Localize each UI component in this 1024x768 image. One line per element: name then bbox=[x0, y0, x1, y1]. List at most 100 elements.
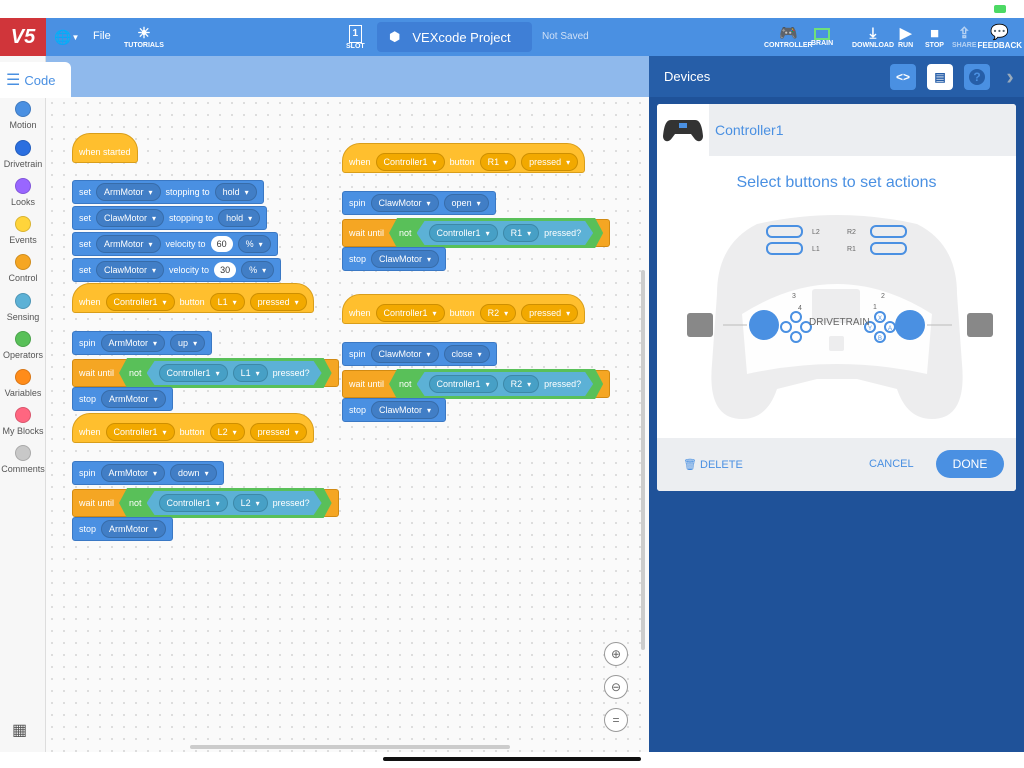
share-button[interactable]: ⇪SHARE bbox=[952, 18, 977, 56]
help-button[interactable]: ? bbox=[964, 64, 990, 90]
block-dropdown[interactable]: hold bbox=[214, 183, 257, 201]
a-button[interactable] bbox=[884, 321, 896, 333]
project-name-field[interactable]: ⬢VEXcode Project bbox=[377, 22, 532, 52]
block-dropdown[interactable]: ClawMotor bbox=[370, 345, 439, 363]
sidebar-item-motion[interactable]: Motion bbox=[0, 101, 46, 130]
block-dropdown[interactable]: Controller1 bbox=[159, 494, 228, 512]
sidebar-item-looks[interactable]: Looks bbox=[0, 178, 46, 207]
block-dropdown[interactable]: ArmMotor bbox=[96, 183, 161, 201]
block-dropdown[interactable]: ArmMotor bbox=[100, 464, 166, 482]
block-dropdown[interactable]: ArmMotor bbox=[100, 334, 166, 352]
block-dropdown[interactable]: close bbox=[443, 345, 490, 363]
block-dropdown[interactable]: Controller1 bbox=[375, 153, 445, 171]
zoom-reset-button[interactable]: = bbox=[604, 708, 628, 732]
tutorials-button[interactable]: ☀TUTORIALS bbox=[124, 18, 164, 56]
block-dropdown[interactable]: ClawMotor bbox=[96, 209, 165, 227]
event-block[interactable]: whenController1buttonL2pressed bbox=[72, 413, 314, 443]
collapse-panel-button[interactable]: › bbox=[997, 64, 1023, 90]
block-dropdown[interactable]: up bbox=[170, 334, 206, 352]
block-dropdown[interactable]: L2 bbox=[209, 423, 245, 441]
block-dropdown[interactable]: L2 bbox=[233, 494, 268, 512]
block-dropdown[interactable]: Controller1 bbox=[159, 364, 228, 382]
block-dropdown[interactable]: Controller1 bbox=[429, 375, 498, 393]
sidebar-item-comments[interactable]: Comments bbox=[0, 445, 46, 474]
block-dropdown[interactable]: open bbox=[443, 194, 489, 212]
right-joystick[interactable] bbox=[895, 310, 925, 340]
l2-button[interactable] bbox=[766, 225, 803, 238]
block-dropdown[interactable]: pressed bbox=[249, 293, 307, 311]
block-dropdown[interactable]: pressed bbox=[521, 304, 579, 322]
extensions-icon[interactable]: ▦ bbox=[12, 722, 28, 739]
number-input[interactable]: 30 bbox=[214, 262, 237, 278]
block-dropdown[interactable]: ArmMotor bbox=[101, 520, 166, 538]
delete-button[interactable]: 🗑 DELETE bbox=[683, 458, 743, 471]
block-dropdown[interactable]: Controller1 bbox=[375, 304, 445, 322]
control-block[interactable]: wait untilnotController1L2pressed? bbox=[72, 489, 339, 517]
cancel-button[interactable]: CANCEL bbox=[869, 458, 914, 470]
block-dropdown[interactable]: ClawMotor bbox=[96, 261, 165, 279]
l1-button[interactable] bbox=[766, 242, 803, 255]
block-dropdown[interactable]: Controller1 bbox=[105, 293, 175, 311]
run-button[interactable]: ▶RUN bbox=[898, 18, 913, 56]
block-dropdown[interactable]: L1 bbox=[209, 293, 245, 311]
event-block[interactable]: whenController1buttonR2pressed bbox=[342, 294, 586, 324]
motion-block[interactable]: spinClawMotoropen bbox=[342, 191, 496, 215]
language-button[interactable]: 🌐▼ bbox=[54, 18, 79, 56]
block-dropdown[interactable]: ArmMotor bbox=[101, 390, 166, 408]
motion-block[interactable]: spinArmMotorup bbox=[72, 331, 213, 355]
y-button[interactable] bbox=[864, 321, 876, 333]
dpad-right[interactable] bbox=[800, 321, 812, 333]
block-dropdown[interactable]: hold bbox=[218, 209, 261, 227]
control-block[interactable]: wait untilnotController1R2pressed? bbox=[342, 370, 611, 398]
left-joystick[interactable] bbox=[749, 310, 779, 340]
b-button[interactable] bbox=[874, 331, 886, 343]
sidebar-item-my-blocks[interactable]: My Blocks bbox=[0, 407, 46, 436]
tab-code[interactable]: ☰Code bbox=[0, 62, 71, 98]
sidebar-item-variables[interactable]: Variables bbox=[0, 369, 46, 398]
feedback-button[interactable]: 💬FEEDBACK bbox=[978, 18, 1022, 56]
controller-button[interactable]: 🎮CONTROLLER bbox=[764, 18, 813, 56]
download-button[interactable]: ⤓DOWNLOAD bbox=[852, 18, 894, 56]
block-dropdown[interactable]: ClawMotor bbox=[371, 250, 440, 268]
block-dropdown[interactable]: L1 bbox=[233, 364, 268, 382]
sidebar-item-control[interactable]: Control bbox=[0, 254, 46, 283]
block-dropdown[interactable]: % bbox=[241, 261, 275, 279]
block-dropdown[interactable]: down bbox=[170, 464, 217, 482]
event-block[interactable]: when started bbox=[72, 133, 138, 163]
dpad-left[interactable] bbox=[780, 321, 792, 333]
stop-button[interactable]: ■STOP bbox=[925, 18, 944, 56]
block-dropdown[interactable]: R1 bbox=[503, 224, 540, 242]
block-dropdown[interactable]: Controller1 bbox=[429, 224, 498, 242]
block-dropdown[interactable]: % bbox=[237, 235, 271, 253]
block-dropdown[interactable]: pressed bbox=[249, 423, 307, 441]
x-button[interactable] bbox=[874, 311, 886, 323]
horizontal-scrollbar[interactable] bbox=[190, 745, 510, 749]
block-dropdown[interactable]: ClawMotor bbox=[370, 194, 439, 212]
sidebar-item-sensing[interactable]: Sensing bbox=[0, 293, 46, 322]
dpad-down[interactable] bbox=[790, 331, 802, 343]
block-dropdown[interactable]: Controller1 bbox=[105, 423, 175, 441]
file-menu[interactable]: File bbox=[93, 30, 111, 42]
block-dropdown[interactable]: R2 bbox=[479, 304, 517, 322]
control-block[interactable]: wait untilnotController1L1pressed? bbox=[72, 359, 339, 387]
motion-block[interactable]: spinArmMotordown bbox=[72, 461, 224, 485]
brain-button[interactable]: BRAIN bbox=[811, 18, 833, 56]
vertical-scrollbar[interactable] bbox=[641, 270, 645, 650]
code-view-button[interactable]: <> bbox=[890, 64, 916, 90]
sidebar-item-operators[interactable]: Operators bbox=[0, 331, 46, 360]
block-dropdown[interactable]: R1 bbox=[479, 153, 517, 171]
number-input[interactable]: 60 bbox=[210, 236, 233, 252]
r2-button[interactable] bbox=[870, 225, 907, 238]
dpad-up[interactable] bbox=[790, 311, 802, 323]
block-dropdown[interactable]: ArmMotor bbox=[96, 235, 161, 253]
zoom-in-button[interactable]: ⊕ bbox=[604, 642, 628, 666]
sidebar-item-events[interactable]: Events bbox=[0, 216, 46, 245]
block-dropdown[interactable]: ClawMotor bbox=[371, 401, 440, 419]
